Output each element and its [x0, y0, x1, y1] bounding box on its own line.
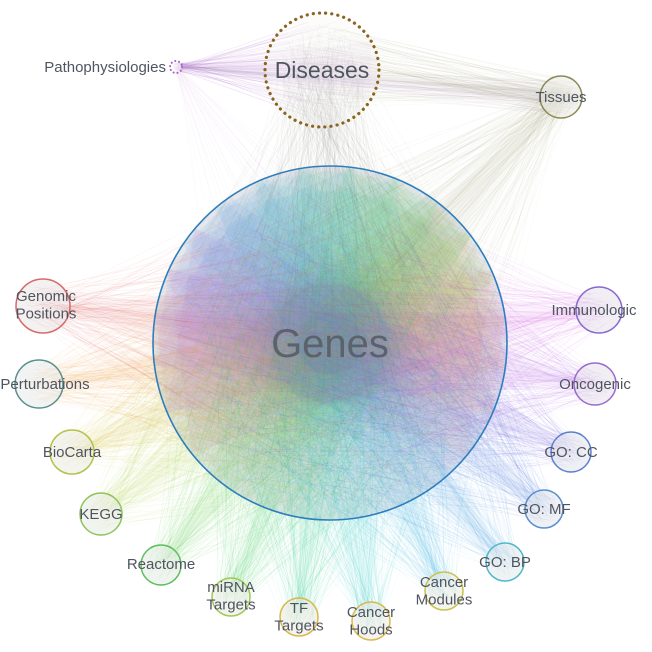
edges-genomic-positions-genes — [21, 186, 491, 486]
node-tf-targets[interactable] — [279, 597, 319, 637]
edge-wash-reactome-genes — [161, 178, 472, 566]
label-cancer-modules: Cancer — [420, 574, 468, 591]
label-genomic-positions: Positions — [16, 305, 77, 322]
node-kegg[interactable] — [79, 492, 123, 536]
edge-wash-cancer-hoods-genes — [216, 180, 400, 622]
label-biocarta: BioCarta — [43, 444, 102, 461]
node-reactome[interactable] — [140, 544, 182, 586]
label-go-cc: GO: CC — [544, 444, 598, 461]
node-immunologic[interactable] — [575, 286, 623, 334]
label-tissues: Tissues — [535, 89, 586, 106]
label-cancer-modules: Modules — [416, 591, 473, 608]
node-oncogenic[interactable] — [573, 362, 617, 406]
node-mirna-targets[interactable] — [211, 577, 251, 617]
edge-wash-biocarta-genes — [72, 199, 506, 452]
edge-wash-kegg-genes — [101, 178, 507, 514]
edge-wash-pathophysiologies-diseases — [176, 55, 378, 87]
node-pathophysiologies[interactable] — [169, 60, 183, 74]
edge-wash-go-bp-genes — [185, 179, 506, 562]
edge-wash-biocarta-genes — [72, 231, 506, 452]
edges-go-mf-genes — [163, 179, 559, 523]
edges-pathophysiologies-tissues — [171, 62, 580, 117]
edges-go-cc-genes — [170, 178, 587, 503]
node-diseases[interactable] — [263, 11, 381, 129]
label-pathophysiologies: Pathophysiologies — [44, 59, 166, 76]
edge-wash-go-mf-genes — [165, 200, 544, 509]
edge-line-layer — [21, 21, 617, 637]
edges-cancer-hoods-genes — [171, 184, 491, 637]
label-go-mf: GO: MF — [517, 501, 570, 518]
edge-wash-oncogenic-genes — [166, 228, 595, 412]
node-genomic-positions[interactable] — [15, 278, 71, 334]
edge-wash-reactome-genes — [161, 166, 496, 566]
edge-wash-tf-targets-genes — [255, 182, 439, 618]
edge-wash-oncogenic-genes — [154, 268, 595, 384]
edge-wash-tf-targets-genes — [299, 168, 398, 617]
label-genomic-positions: Genomic — [16, 288, 77, 305]
node-cancer-hoods[interactable] — [351, 601, 391, 641]
edge-wash-perturbations-genes — [39, 230, 493, 414]
edges-perturbations-genes — [21, 182, 495, 506]
label-oncogenic: Oncogenic — [559, 376, 631, 393]
edges-cancer-modules-genes — [167, 193, 493, 607]
edges-mirna-targets-genes — [179, 182, 492, 612]
node-perturbations[interactable] — [14, 359, 64, 409]
label-cancer-hoods: Cancer — [347, 604, 395, 621]
edges-pathophysiologies-genes — [171, 63, 475, 469]
label-layer: DiseasesPathophysiologiesTissuesGenomicP… — [0, 57, 637, 638]
label-diseases: Diseases — [275, 57, 370, 83]
node-cancer-modules[interactable] — [424, 571, 464, 611]
edge-wash-cancer-modules-genes — [214, 168, 444, 591]
edges-go-bp-genes — [164, 197, 520, 578]
node-biocarta[interactable] — [49, 429, 95, 475]
center-fill-layer — [153, 166, 507, 520]
edge-wash-go-cc-genes — [154, 196, 571, 452]
edge-wash-cancer-modules-genes — [182, 167, 444, 591]
edges-biocarta-genes — [54, 183, 487, 501]
edge-wash-immunologic-genes — [168, 269, 599, 454]
label-cancer-hoods: Hoods — [349, 621, 392, 638]
edges-diseases-genes — [168, 27, 490, 512]
edge-wash-layer — [39, 41, 599, 622]
label-mirna-targets: miRNA — [207, 579, 255, 596]
edge-wash-pathophysiologies-diseases — [176, 41, 372, 101]
edges-reactome-genes — [145, 185, 483, 582]
label-genes: Genes — [271, 322, 389, 366]
edge-wash-kegg-genes — [101, 202, 496, 515]
genes-circle-fill — [153, 166, 507, 520]
node-genes[interactable] — [152, 165, 508, 521]
edge-wash-mirna-targets-genes — [231, 168, 471, 597]
edge-wash-go-mf-genes — [154, 177, 544, 509]
edge-wash-tissues-genes — [159, 97, 561, 517]
label-reactome: Reactome — [127, 556, 195, 573]
edge-wash-cancer-hoods-genes — [256, 167, 371, 621]
label-tf-targets: Targets — [274, 617, 323, 634]
edges-kegg-genes — [85, 182, 496, 530]
edges-pathophysiologies-diseases — [172, 21, 369, 123]
edge-wash-immunologic-genes — [155, 310, 599, 413]
edge-wash-go-bp-genes — [163, 167, 506, 562]
node-layer — [14, 11, 623, 641]
edges-tissues-genes — [172, 80, 576, 511]
node-go-mf[interactable] — [524, 489, 564, 529]
label-immunologic: Immunologic — [551, 302, 637, 319]
edge-wash-mirna-targets-genes — [231, 166, 438, 598]
node-go-bp[interactable] — [485, 542, 525, 582]
label-kegg: KEGG — [79, 506, 122, 523]
edge-wash-tissues-genes — [177, 97, 561, 501]
edge-wash-go-cc-genes — [154, 228, 571, 452]
edges-oncogenic-genes — [172, 176, 611, 498]
label-tf-targets: TF — [290, 600, 308, 617]
edge-wash-genomic-positions-genes — [43, 306, 505, 414]
node-tissues[interactable] — [539, 75, 583, 119]
edges-immunologic-genes — [176, 184, 617, 510]
label-perturbations: Perturbations — [0, 376, 89, 393]
edge-wash-perturbations-genes — [39, 270, 506, 384]
node-go-cc[interactable] — [550, 431, 592, 473]
label-mirna-targets: Targets — [206, 596, 255, 613]
label-go-bp: GO: BP — [479, 554, 531, 571]
edges-tf-targets-genes — [186, 175, 494, 632]
